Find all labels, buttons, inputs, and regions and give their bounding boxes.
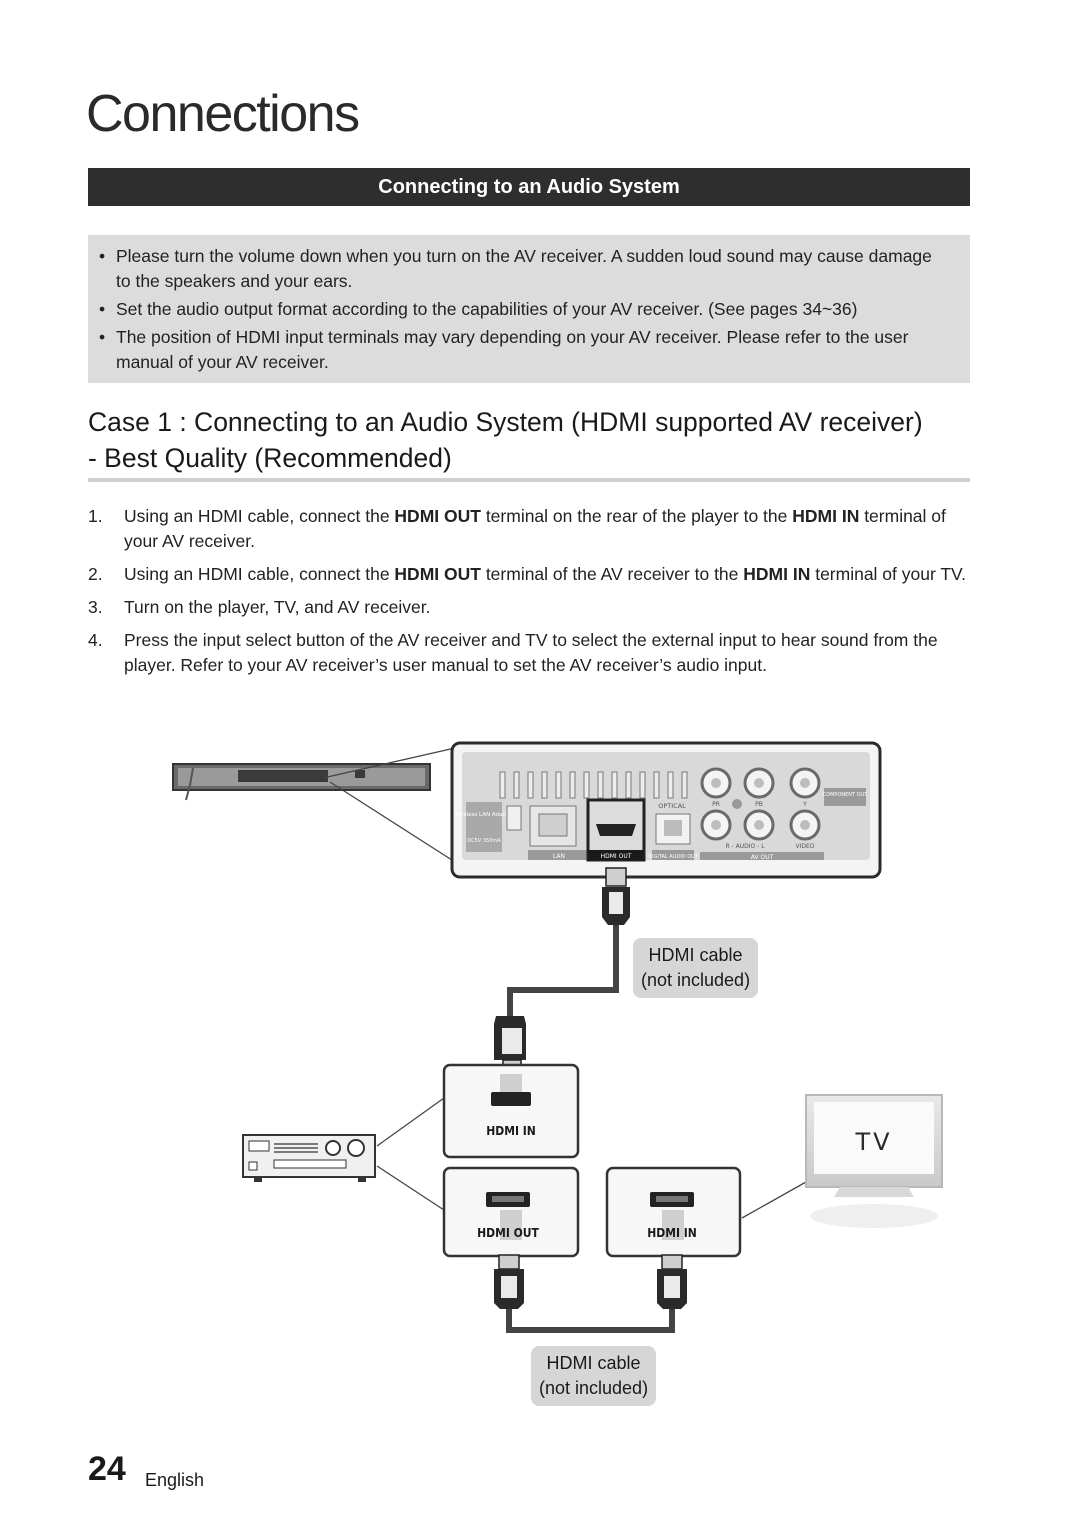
section-title: Connecting to an Audio System [378, 175, 680, 198]
step-bold: HDMI IN [792, 506, 860, 526]
step-bold: HDMI OUT [394, 564, 481, 584]
note-item: • Please turn the volume down when you t… [99, 244, 940, 294]
optical-label: OPTICAL [658, 802, 686, 810]
receiver-hdmi-in-label: HDMI IN [486, 1124, 536, 1138]
receiver-hdmi-out-label: HDMI OUT [477, 1226, 539, 1240]
list-item: 1. Using an HDMI cable, connect the HDMI… [88, 504, 978, 554]
step-text: terminal on the rear of the player to th… [480, 506, 793, 526]
step-text: terminal of the AV receiver to the [480, 564, 744, 584]
case-heading-line1: Case 1 : Connecting to an Audio System (… [88, 407, 923, 437]
wireless-label: Wireless LAN Adapter [454, 812, 514, 818]
step-text: terminal of your TV. [810, 564, 966, 584]
steps-list: 1. Using an HDMI cable, connect the HDMI… [88, 504, 978, 686]
av-out-label: AV OUT [751, 854, 774, 861]
player-icon [172, 747, 456, 863]
dc-label: DC5V 350mA [467, 838, 501, 844]
pb-label: PB [755, 801, 763, 808]
bullet-icon: • [99, 246, 106, 266]
digital-audio-label: DIGITAL AUDIO OUT [648, 854, 699, 860]
notes-box: • Please turn the volume down when you t… [88, 235, 970, 383]
step-bold: HDMI IN [743, 564, 811, 584]
step-number: 4. [88, 630, 103, 650]
component-label: COMPONENT OUT [823, 792, 869, 798]
y-label: Y [802, 801, 807, 808]
heading-divider [88, 478, 970, 482]
connection-diagram: Wireless LAN Adapter DC5V 350mA LAN HDMI… [0, 730, 1080, 1430]
av-receiver-icon [242, 1097, 445, 1211]
case-heading-line2: - Best Quality (Recommended) [88, 443, 452, 473]
hdmi-out-port-label: HDMI OUT [601, 853, 632, 860]
bullet-icon: • [99, 327, 106, 347]
page-number: 24 [88, 1450, 126, 1488]
note-item: • The position of HDMI input terminals m… [99, 325, 940, 375]
cable-label-line: (not included) [539, 1378, 649, 1398]
page-title: Connections [86, 85, 360, 143]
list-item: 2. Using an HDMI cable, connect the HDMI… [88, 562, 978, 587]
list-item: 4. Press the input select button of the … [88, 628, 978, 678]
video-label: VIDEO [795, 843, 814, 850]
step-number: 3. [88, 597, 103, 617]
audio-label: R - AUDIO - L [725, 843, 765, 850]
section-title-bar: Connecting to an Audio System [88, 168, 970, 206]
tv-hdmi-in-panel: HDMI IN [605, 1166, 807, 1258]
receiver-hdmi-out-panel: HDMI OUT [442, 1166, 580, 1258]
step-text: terminal of your AV receiver. [124, 506, 946, 551]
pr-label: PR [712, 801, 720, 808]
cable-label-1: HDMI cable (not included) [633, 938, 759, 998]
note-text: The position of HDMI input terminals may… [116, 327, 909, 372]
step-number: 2. [88, 564, 103, 584]
cable-label-line: HDMI cable [648, 945, 743, 965]
diagram-graphic: Wireless LAN Adapter DC5V 350mA LAN HDMI… [172, 741, 943, 1333]
cable-label-2: HDMI cable (not included) [531, 1346, 657, 1406]
lan-label: LAN [553, 853, 565, 860]
step-text: Turn on the player, TV, and AV receiver. [124, 597, 431, 617]
step-text: Using an HDMI cable, connect the [124, 564, 395, 584]
bullet-icon: • [99, 299, 106, 319]
tv-label: TV [854, 1128, 892, 1156]
tv-hdmi-in-label: HDMI IN [647, 1226, 697, 1240]
page-language: English [145, 1470, 205, 1490]
note-text: Set the audio output format according to… [116, 299, 858, 319]
list-item: 3. Turn on the player, TV, and AV receiv… [88, 595, 978, 620]
note-item: • Set the audio output format according … [99, 297, 940, 322]
step-text: Press the input select button of the AV … [124, 630, 938, 675]
step-text: Using an HDMI cable, connect the [124, 506, 395, 526]
step-bold: HDMI OUT [394, 506, 481, 526]
receiver-hdmi-in-panel: HDMI IN [442, 1063, 580, 1159]
case-heading: Case 1 : Connecting to an Audio System (… [88, 404, 970, 476]
tv-icon: TV [805, 1094, 943, 1228]
cable-label-line: HDMI cable [546, 1353, 641, 1373]
player-rear-panel: Wireless LAN Adapter DC5V 350mA LAN HDMI… [450, 741, 882, 879]
note-text: Please turn the volume down when you tur… [116, 246, 932, 291]
hdmi-cable-2 [494, 1254, 687, 1333]
cable-label-line: (not included) [641, 970, 751, 990]
step-number: 1. [88, 506, 103, 526]
hdmi-cable-1 [494, 867, 630, 1075]
